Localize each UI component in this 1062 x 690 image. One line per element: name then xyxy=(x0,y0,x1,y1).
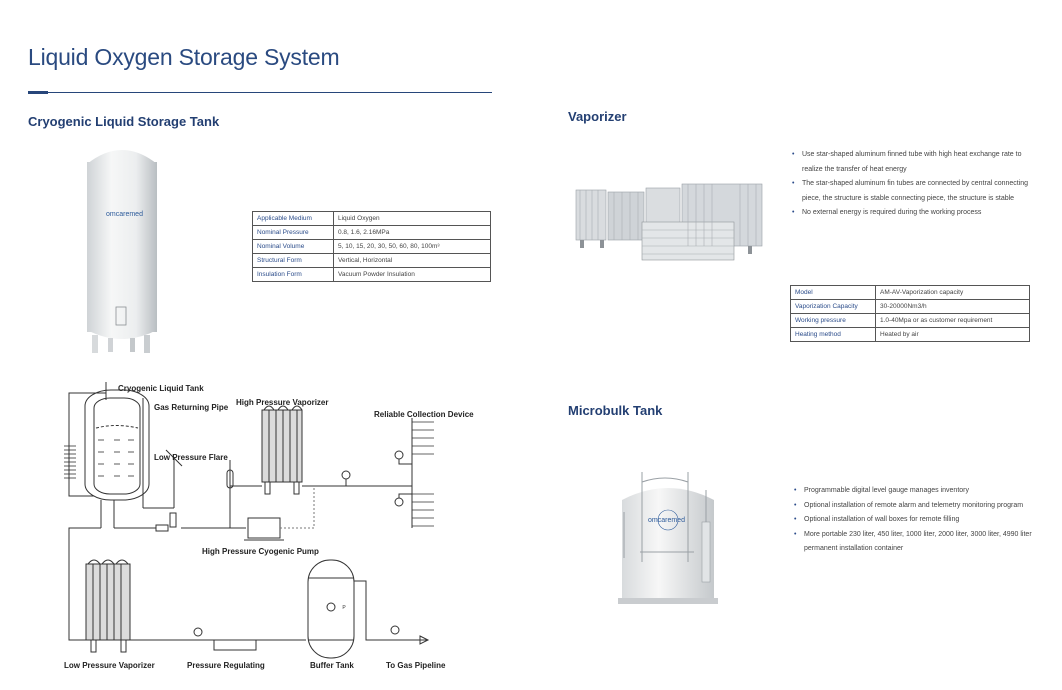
spec-value: 5, 10, 15, 20, 30, 50, 60, 80, 100m³ xyxy=(333,239,491,254)
label-low-pressure-vaporizer: Low Pressure Vaporizer xyxy=(64,661,155,670)
label-low-pressure-flare: Low Pressure Flare xyxy=(154,453,228,462)
label-cryogenic-liquid-tank: Cryogenic Liquid Tank xyxy=(118,384,204,393)
spec-key: Nominal Pressure xyxy=(252,225,334,240)
microbulk-feature-list: Programmable digital level gauge manages… xyxy=(793,484,1033,557)
spec-key: Applicable Medium xyxy=(252,211,334,226)
spec-value: Vertical, Horizontal xyxy=(333,253,491,268)
spec-key: Structural Form xyxy=(252,253,334,268)
feature-item: Use star-shaped aluminum finned tube wit… xyxy=(791,148,1029,177)
feature-item: The star-shaped aluminum fin tubes are c… xyxy=(791,177,1029,206)
spec-value: Vacuum Powder Insulation xyxy=(333,267,491,282)
title-accent-bar xyxy=(28,91,48,94)
high-pressure-vaporizer-symbol xyxy=(261,405,303,495)
title-divider xyxy=(28,92,492,93)
label-gas-returning-pipe: Gas Returning Pipe xyxy=(154,403,229,412)
pump-symbol xyxy=(247,517,281,539)
spec-value: 0.8, 1.6, 2.16MPa xyxy=(333,225,491,240)
brand-logo-text: omcaremed xyxy=(648,517,685,524)
vaporizer-image xyxy=(572,176,772,268)
microbulk-section-title: Microbulk Tank xyxy=(568,403,663,418)
feature-item: Optional installation of wall boxes for … xyxy=(793,513,1033,528)
spec-value: 1.0-40Mpa or as customer requirement xyxy=(875,313,1030,328)
brand-logo-text: omcaremed xyxy=(106,211,143,218)
spec-value: Liquid Oxygen xyxy=(333,211,491,226)
vaporizer-section-title: Vaporizer xyxy=(568,109,627,124)
label-to-gas-pipeline: To Gas Pipeline xyxy=(386,661,446,670)
spec-key: Vaporization Capacity xyxy=(790,299,876,314)
spec-value: Heated by air xyxy=(875,327,1030,342)
vaporizer-feature-list: Use star-shaped aluminum finned tube wit… xyxy=(791,148,1029,221)
feature-item: Optional installation of remote alarm an… xyxy=(793,499,1033,514)
spec-key: Insulation Form xyxy=(252,267,334,282)
feature-item: No external energy is required during th… xyxy=(791,206,1029,221)
label-buffer-tank: Buffer Tank xyxy=(310,661,354,670)
label-high-pressure-pump: High Pressure Cyogenic Pump xyxy=(202,547,319,556)
cryogenic-liquid-tank-symbol xyxy=(84,382,174,509)
label-pressure-regulating: Pressure Regulating xyxy=(187,661,265,670)
label-high-pressure-vaporizer: High Pressure Vaporizer xyxy=(236,398,329,407)
low-pressure-vaporizer-symbol xyxy=(85,559,131,653)
spec-key: Nominal Volume xyxy=(252,239,334,254)
feature-item: More portable 230 liter, 450 liter, 1000… xyxy=(793,528,1033,557)
buffer-tank-symbol xyxy=(307,559,355,659)
label-reliable-collection-device: Reliable Collection Device xyxy=(374,410,474,419)
microbulk-tank-image: omcaremed xyxy=(610,462,730,608)
process-flow-diagram: P Cryogenic Liquid Tank Gas Returning Pi… xyxy=(56,378,486,678)
gauge-letter: P xyxy=(342,605,346,611)
spec-key: Heating method xyxy=(790,327,876,342)
spec-value: AM-AV-Vaporization capacity xyxy=(875,285,1030,300)
spec-key: Model xyxy=(790,285,876,300)
cryogenic-tank-image: omcaremed xyxy=(78,142,168,358)
page-title: Liquid Oxygen Storage System xyxy=(28,44,340,70)
cryogenic-tank-section-title: Cryogenic Liquid Storage Tank xyxy=(28,114,220,129)
spec-key: Working pressure xyxy=(790,313,876,328)
feature-item: Programmable digital level gauge manages… xyxy=(793,484,1033,499)
spec-value: 30-20000Nm3/h xyxy=(875,299,1030,314)
